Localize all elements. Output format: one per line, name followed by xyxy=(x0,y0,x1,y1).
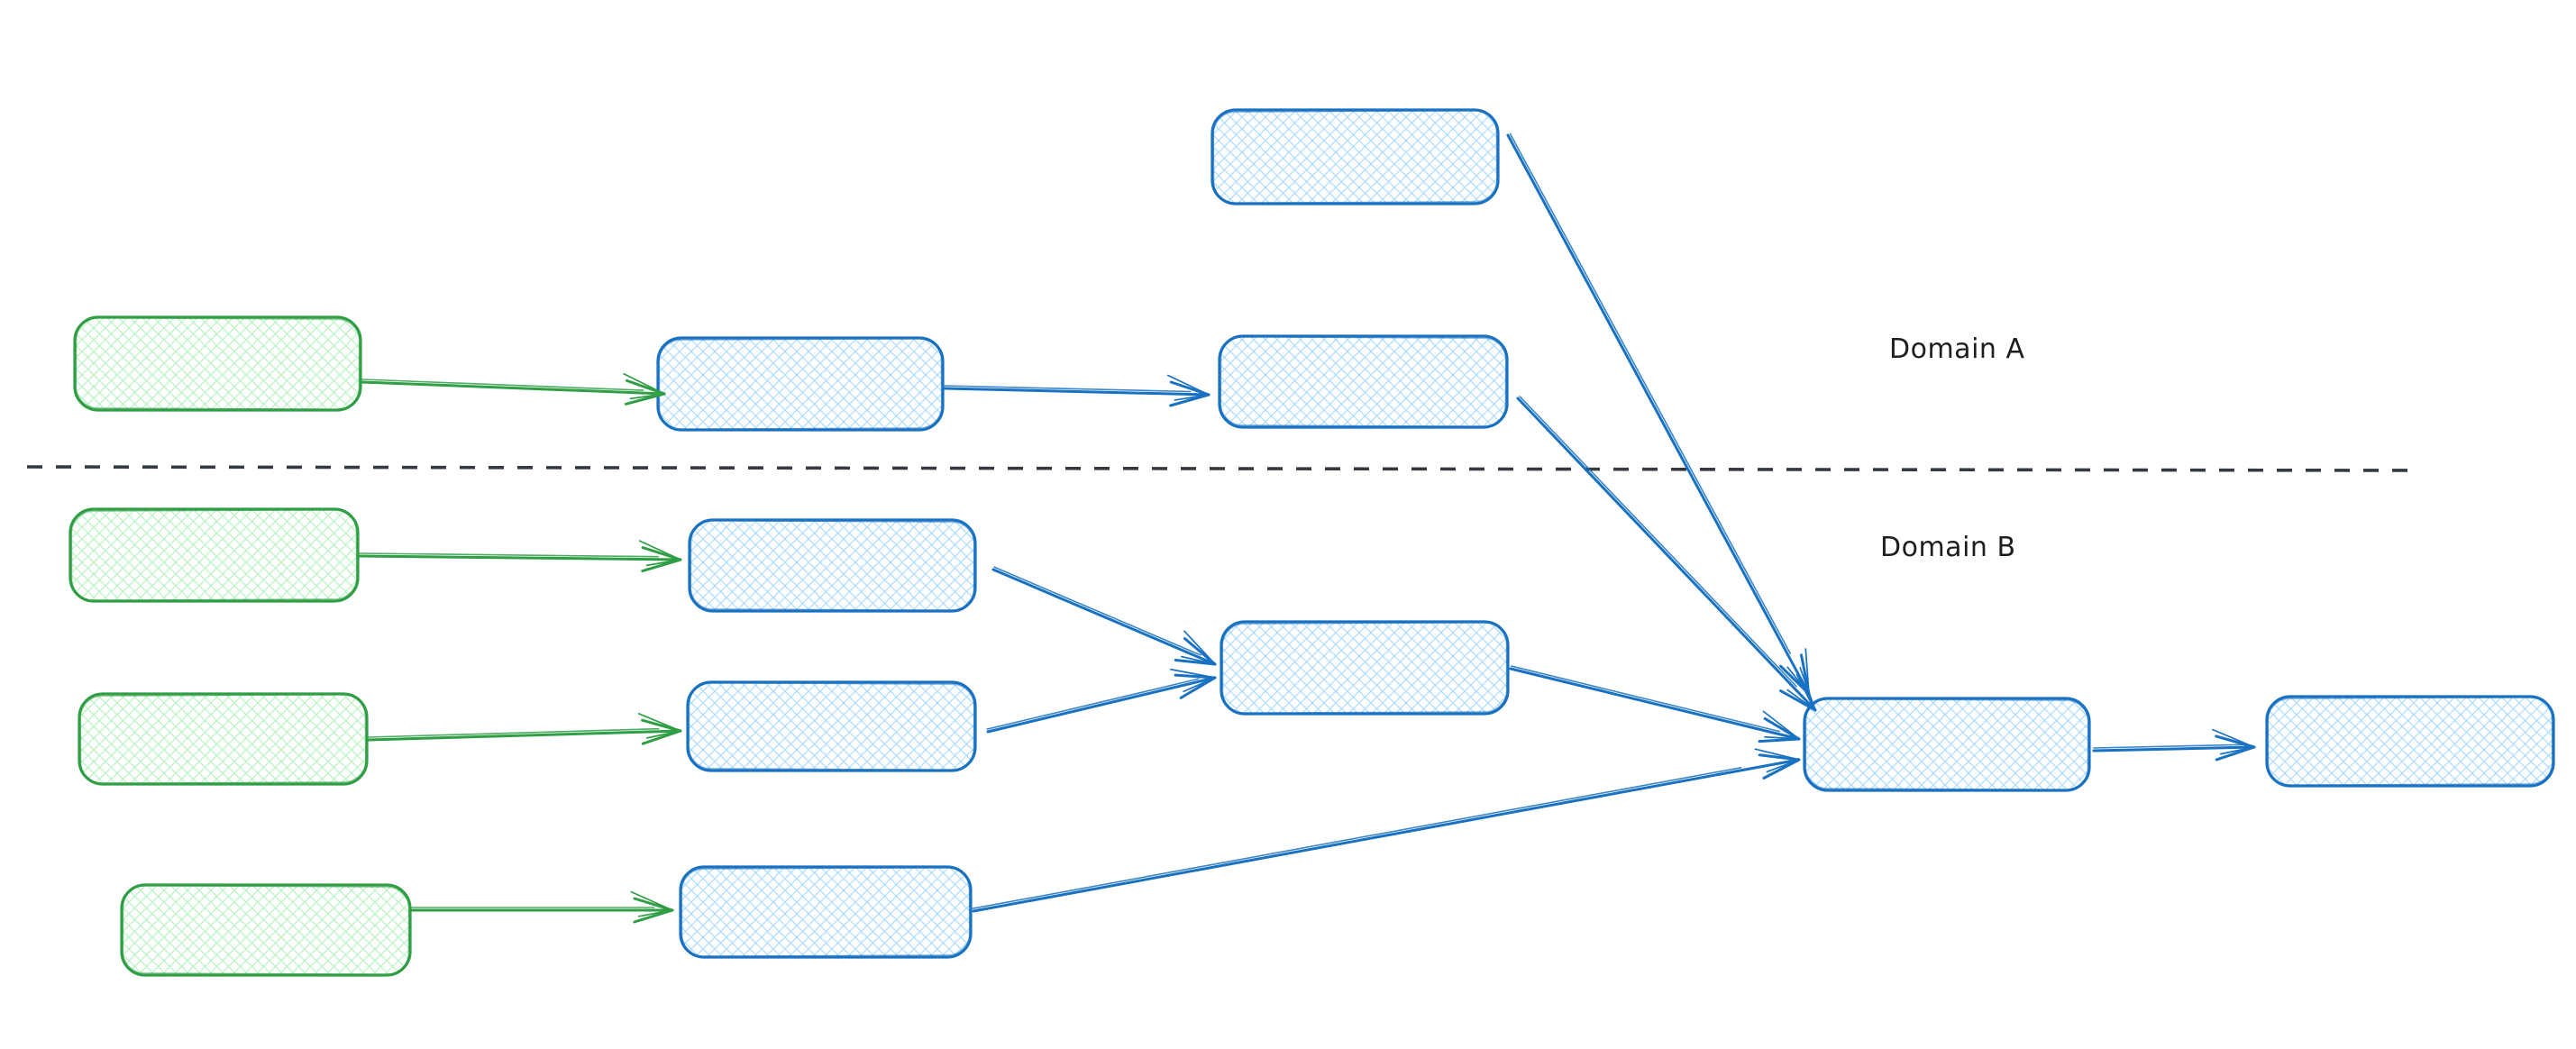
edge-blue-b1-to-merge[interactable] xyxy=(991,566,1217,666)
edge-blue-b3-to-converge[interactable] xyxy=(972,748,1801,913)
edge-green-b1-to-blue-b1[interactable] xyxy=(358,540,682,573)
edge-converge-to-final[interactable] xyxy=(2092,728,2256,762)
edge-green-b3-to-blue-b3[interactable] xyxy=(410,890,674,924)
domain-divider-line[interactable] xyxy=(26,465,2416,472)
edge-green-a1-to-blue-a1[interactable] xyxy=(361,373,666,406)
node-blue-a2[interactable] xyxy=(1218,334,1509,429)
edge-blue-a1-to-blue-a2[interactable] xyxy=(943,374,1210,407)
node-blue-b1[interactable] xyxy=(688,518,977,613)
node-green-b3[interactable] xyxy=(120,883,412,977)
node-blue-merge[interactable] xyxy=(1219,620,1510,716)
node-blue-a1[interactable] xyxy=(656,336,945,432)
edge-blue-b2-to-merge[interactable] xyxy=(986,668,1217,734)
node-green-a1[interactable] xyxy=(73,315,362,412)
edge-blue-top-to-converge[interactable] xyxy=(1506,132,1811,696)
node-blue-b2[interactable] xyxy=(686,680,977,772)
domain-b-label[interactable]: Domain B xyxy=(1880,532,2016,563)
node-blue-converge[interactable] xyxy=(1803,697,2091,792)
edge-green-b2-to-blue-b2[interactable] xyxy=(367,713,682,745)
node-green-b1[interactable] xyxy=(69,507,360,603)
node-blue-b3[interactable] xyxy=(679,865,973,959)
node-blue-top[interactable] xyxy=(1210,108,1500,205)
edge-merge-to-converge[interactable] xyxy=(1509,665,1801,743)
node-blue-final[interactable] xyxy=(2265,695,2555,788)
edge-blue-a2-to-converge[interactable] xyxy=(1516,396,1817,712)
node-green-b2[interactable] xyxy=(78,692,369,786)
domain-a-label[interactable]: Domain A xyxy=(1889,333,2025,365)
